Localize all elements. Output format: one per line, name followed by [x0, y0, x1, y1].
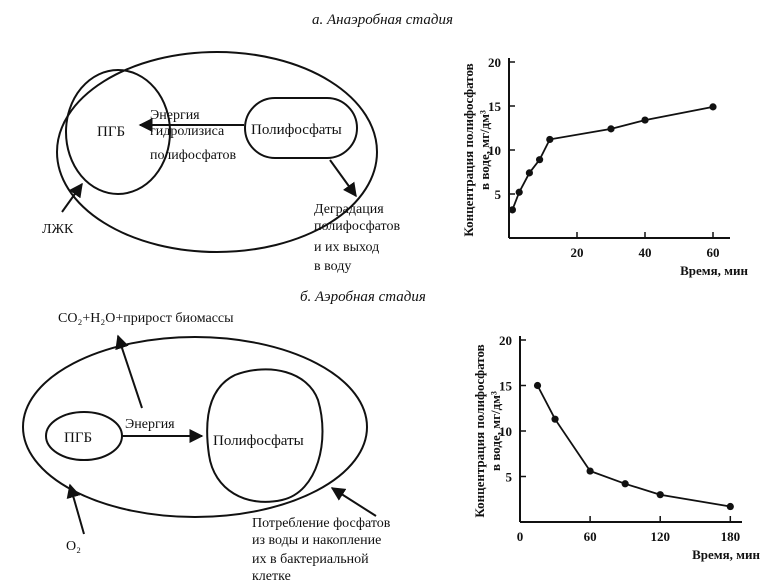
degradation-line-3: и их выход: [314, 240, 379, 255]
polyphosphates-label: Полифосфаты: [213, 433, 304, 449]
phb-label: ПГБ: [97, 124, 125, 140]
chart-b-y-tick-label: 5: [506, 470, 513, 485]
degradation-line-2: полифосфатов: [314, 219, 400, 234]
co2-arrow: [115, 334, 143, 409]
chart-a-series-line: [511, 106, 714, 211]
chart-a-y-tick-label: 5: [495, 187, 502, 202]
energy-label-line-1: Энергия: [150, 108, 200, 123]
panel-b-title: б. Аэробная стадия: [300, 289, 426, 305]
aerobic-cell-diagram: CO₂+H₂O+прирост биомассы ПГБ Энергия Пол…: [22, 311, 391, 582]
chart-a-data-point: [536, 156, 544, 164]
chart-b-y-tick-label: 15: [499, 379, 513, 394]
chart-b-data-point: [621, 480, 629, 488]
o2-label: O₂: [66, 539, 81, 554]
consumption-line-1: Потребление фосфатов: [252, 516, 391, 531]
energy-label-line-3: полифосфатов: [150, 148, 236, 163]
chart-a-data-point: [641, 116, 649, 124]
phb-label: ПГБ: [64, 430, 92, 446]
degradation-line-1: Деградация: [314, 202, 384, 217]
chart-b-y-tick-label: 20: [499, 333, 512, 348]
bacterial-cell-outline: [22, 336, 368, 518]
chart-b-series-line: [536, 385, 731, 508]
chart-b-y-tick-label: 10: [499, 424, 512, 439]
chart-b-x-tick-label: 0: [517, 529, 524, 544]
consumption-line-4: клетке: [252, 569, 291, 582]
polyphosphate-granule: [244, 97, 358, 159]
co2-label: CO₂+H₂O+прирост биомассы: [58, 311, 234, 326]
chart-b-data-point: [551, 415, 559, 423]
chart-a-y-tick-label: 15: [488, 99, 502, 114]
chart-a-x-tick-label: 40: [639, 245, 652, 260]
chart-b-data-point: [726, 502, 734, 511]
chart-a-data-point: [515, 188, 523, 196]
chart-a-data-point: [607, 125, 615, 133]
energy-label: Энергия: [125, 417, 175, 432]
chart-a-y-tick-label: 10: [488, 143, 501, 158]
energy-label-line-2: гидролизиса: [150, 124, 225, 139]
consumption-arrow: [330, 487, 377, 517]
chart-a-y-axis-label-line-1: Концентрация полифосфатов: [461, 63, 476, 236]
consumption-line-2: из воды и накопление: [252, 533, 381, 548]
vfa-arrow: [61, 182, 83, 213]
polyphosphates-label: Полифосфаты: [251, 122, 342, 138]
chart-a-data-point: [546, 135, 554, 144]
degradation-line-4: в воду: [314, 259, 351, 274]
chart-b-y-axis-label-line-2: в воде, мг/дм³: [488, 391, 503, 471]
chart-a-data-point: [709, 103, 717, 111]
chart-a-data-point: [508, 206, 516, 214]
chart-b-data-point: [533, 381, 542, 390]
phb-granule: [65, 69, 171, 195]
chart-b-data-point: [656, 491, 664, 499]
bacterial-cell-outline: [56, 51, 378, 253]
chart-b-data-point: [586, 467, 594, 475]
polyphosphate-granule: [206, 368, 324, 503]
o2-arrow: [66, 483, 85, 535]
chart-b-x-tick-label: 120: [650, 529, 670, 544]
chart-a-x-tick-label: 20: [571, 245, 584, 260]
chart-a-data-point: [525, 169, 534, 177]
chart-b-y-axis-label-line-1: Концентрация полифосфатов: [472, 344, 487, 517]
chart-a-x-axis-label: Время, мин: [680, 263, 748, 278]
chart-a-y-axis-label-line-2: в воде, мг/дм³: [477, 110, 492, 190]
chart-a-y-tick-label: 20: [488, 55, 501, 70]
degradation-arrow: [329, 159, 357, 198]
chart-b-x-tick-label: 180: [721, 529, 741, 544]
consumption-line-3: их в бактериальной: [252, 552, 369, 567]
chart-a-x-tick-label: 60: [707, 245, 720, 260]
vfa-label: ЛЖК: [42, 222, 74, 237]
anaerobic-cell-diagram: ПГБ Полифосфаты Энергия гидролизиса поли…: [42, 51, 400, 274]
chart-b-x-tick-label: 60: [584, 529, 597, 544]
panel-a-title: а. Анаэробная стадия: [312, 12, 453, 28]
chart-b-x-axis-label: Время, мин: [692, 547, 760, 562]
